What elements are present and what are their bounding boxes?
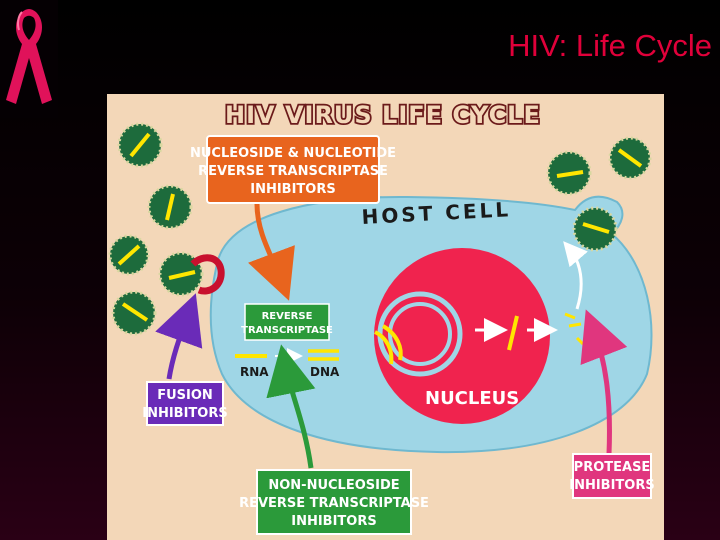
- integrated-dna-yellow-2: [381, 324, 403, 361]
- nnrti-line-3: INHIBITORS: [291, 514, 376, 529]
- rna-label: RNA: [240, 365, 269, 379]
- nrti-arrow: [248, 203, 295, 301]
- nucleus-dna-ring-inner: [388, 302, 452, 366]
- protease-inhibitors-box: [572, 453, 652, 499]
- viral-rna-strand: [507, 315, 519, 351]
- slide-title: HIV: Life Cycle: [508, 28, 712, 63]
- budding-arrow: [563, 241, 588, 310]
- rt-line-2: TRANSCRIPTASE: [241, 325, 333, 336]
- reverse-transcriptase-box: [244, 303, 330, 341]
- fusion-inhibitors-box: [146, 381, 224, 426]
- nnrti-line-1: NON-NUCLEOSIDE: [268, 478, 399, 493]
- dna-label: DNA: [310, 365, 340, 379]
- fusion-line-2: INHIBITORS: [142, 406, 227, 421]
- diagram-heading: HIV VIRUS LIFE CYCLE: [225, 101, 541, 129]
- nucleus-label: NUCLEUS: [425, 388, 519, 409]
- virus-4: [158, 251, 204, 297]
- nrti-line-1: NUCLEOSIDE & NUCLEOTIDE: [190, 146, 396, 161]
- virus-6: [546, 150, 592, 196]
- virus-1: [117, 122, 163, 168]
- virus-7: [608, 136, 652, 180]
- fusion-receptor: [190, 254, 225, 295]
- protease-line-1: PROTEASE: [574, 460, 651, 475]
- awareness-ribbon-icon: [0, 0, 58, 118]
- virus-budding: [572, 206, 618, 252]
- rt-line-1: REVERSE: [262, 311, 313, 322]
- nnrti-line-2: REVERSE TRANSCRIPTASE: [239, 496, 429, 511]
- fragment-2: [568, 322, 582, 328]
- virus-2: [147, 184, 193, 230]
- virus-3: [108, 234, 150, 276]
- fusion-arrow: [155, 293, 203, 380]
- virus-5: [111, 290, 157, 336]
- fragment-1: [564, 312, 576, 320]
- integrated-dna-yellow: [374, 330, 394, 365]
- virus-particles: [108, 122, 652, 336]
- hiv-life-cycle-diagram: HIV VIRUS LIFE CYCLE HOST CELL NUCLEUS R…: [107, 94, 664, 540]
- nrti-line-2: REVERSE TRANSCRIPTASE: [198, 164, 388, 179]
- protease-arrow: [580, 309, 628, 455]
- nnrti-arrow: [266, 344, 316, 469]
- nrti-box: [206, 135, 380, 204]
- nrti-line-3: INHIBITORS: [250, 182, 335, 197]
- fusion-line-1: FUSION: [157, 388, 213, 403]
- protease-line-2: INHIBITORS: [569, 478, 654, 493]
- nnrti-box: [256, 469, 412, 535]
